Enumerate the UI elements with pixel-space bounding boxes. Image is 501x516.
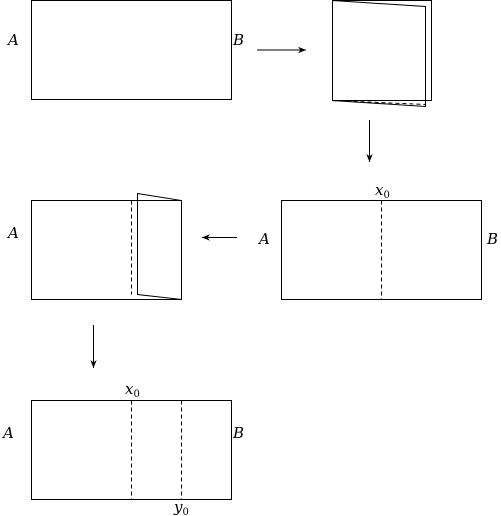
strip-rectangle <box>31 0 232 100</box>
label-x0: x0 <box>375 181 390 201</box>
step-3-crease-x0: x0 A B <box>257 181 498 300</box>
folded-front-layer <box>332 0 426 108</box>
label-a: A <box>257 230 270 248</box>
step-5-creases-x0-y0: x0 y0 A B <box>1 380 244 516</box>
label-b: B <box>232 424 244 442</box>
label-a: A <box>6 31 19 49</box>
step-2-folded-half <box>332 0 432 108</box>
label-a: A <box>1 424 14 442</box>
label-x0: x0 <box>125 380 140 400</box>
label-b: B <box>486 230 498 248</box>
step-1-flat-strip: A B <box>6 0 244 100</box>
folded-back-layer <box>332 0 432 101</box>
label-b: B <box>232 31 244 49</box>
fold-edge-dashed <box>332 100 426 105</box>
label-a: A <box>6 224 19 242</box>
label-y0: y0 <box>173 498 189 516</box>
step-4-fold-right-end: A <box>6 192 182 301</box>
strip-rectangle <box>31 200 182 300</box>
folded-flap <box>137 192 182 301</box>
